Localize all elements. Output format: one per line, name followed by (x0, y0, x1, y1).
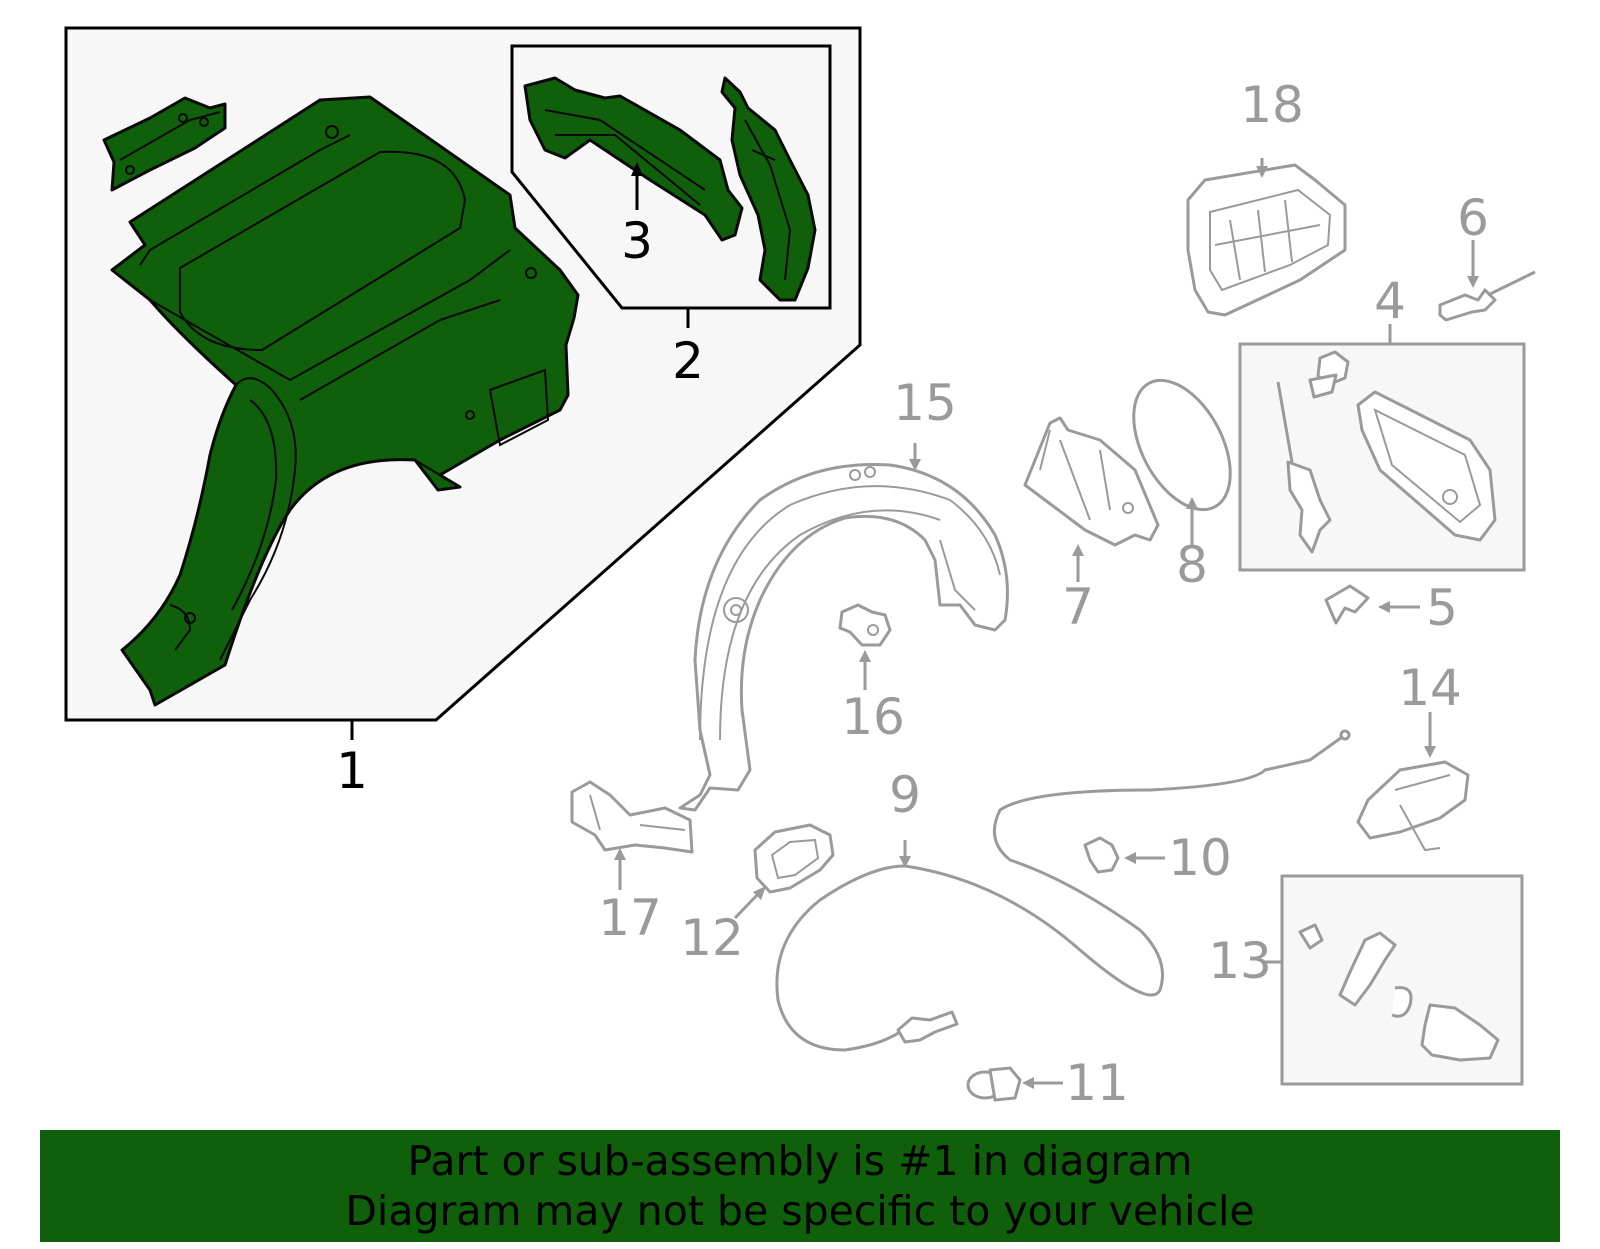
callout-3: 3 (621, 212, 653, 270)
clip-10-part[interactable] (1083, 836, 1120, 874)
arrow-11 (1022, 1077, 1034, 1089)
actuator-part[interactable] (1356, 760, 1470, 852)
fuel-door-housing-part[interactable] (1186, 163, 1347, 317)
release-cable-part[interactable] (775, 729, 1351, 1052)
filler-pocket-part[interactable] (1023, 416, 1160, 547)
callout-6: 6 (1457, 189, 1489, 247)
fuel-door-part[interactable] (1356, 390, 1497, 542)
callout-2: 2 (672, 332, 704, 390)
arrow-6 (1467, 276, 1479, 288)
mud-bracket-part[interactable] (570, 780, 694, 854)
clip-16-part[interactable] (838, 603, 892, 647)
wheel-liner-part[interactable] (678, 462, 1009, 812)
quarter-bracket-part[interactable] (102, 96, 227, 192)
latch-group-part[interactable] (1298, 923, 1500, 1062)
banner-line-2: Diagram may not be specific to your vehi… (345, 1187, 1255, 1235)
arrow-5 (1378, 601, 1390, 613)
callout-16: 16 (841, 688, 905, 746)
callout-5: 5 (1426, 579, 1458, 637)
push-pin-part[interactable] (1438, 270, 1536, 322)
callout-10: 10 (1168, 829, 1232, 887)
callout-7: 7 (1062, 578, 1094, 636)
arrow-17 (614, 848, 626, 860)
reinforcement-part[interactable] (523, 76, 817, 302)
grommet-part[interactable] (753, 823, 835, 894)
seal-ring-part[interactable] (1114, 364, 1250, 525)
callout-15: 15 (893, 374, 957, 432)
callout-1: 1 (336, 742, 368, 800)
arrow-8 (1186, 497, 1198, 509)
info-banner: Part or sub-assembly is #1 in diagram Di… (40, 1130, 1560, 1242)
arrow-15 (909, 459, 921, 471)
leader-12 (733, 890, 762, 920)
arrow-7 (1072, 544, 1084, 556)
callout-18: 18 (1240, 76, 1304, 134)
callout-12: 12 (680, 909, 744, 967)
clip-5-part[interactable] (1324, 584, 1370, 625)
quarter-panel-part[interactable] (110, 95, 580, 707)
bolt-part[interactable] (1308, 350, 1350, 399)
arrow-12 (753, 886, 766, 900)
callout-13: 13 (1208, 932, 1272, 990)
clip-11-part[interactable] (966, 1066, 1022, 1102)
arrow-18 (1256, 166, 1268, 178)
callout-17: 17 (598, 889, 662, 947)
banner-line-1: Part or sub-assembly is #1 in diagram (407, 1137, 1193, 1185)
callout-11: 11 (1065, 1054, 1129, 1112)
callout-14: 14 (1398, 659, 1462, 717)
callout-9: 9 (889, 766, 921, 824)
arrow-14 (1424, 746, 1436, 758)
arrow-10 (1124, 852, 1136, 864)
arrow-16 (859, 650, 871, 662)
hinge-part[interactable] (1276, 381, 1332, 554)
callout-4: 4 (1374, 272, 1406, 330)
callout-8: 8 (1176, 536, 1208, 594)
arrow-3 (631, 162, 643, 176)
arrow-9 (899, 856, 911, 868)
